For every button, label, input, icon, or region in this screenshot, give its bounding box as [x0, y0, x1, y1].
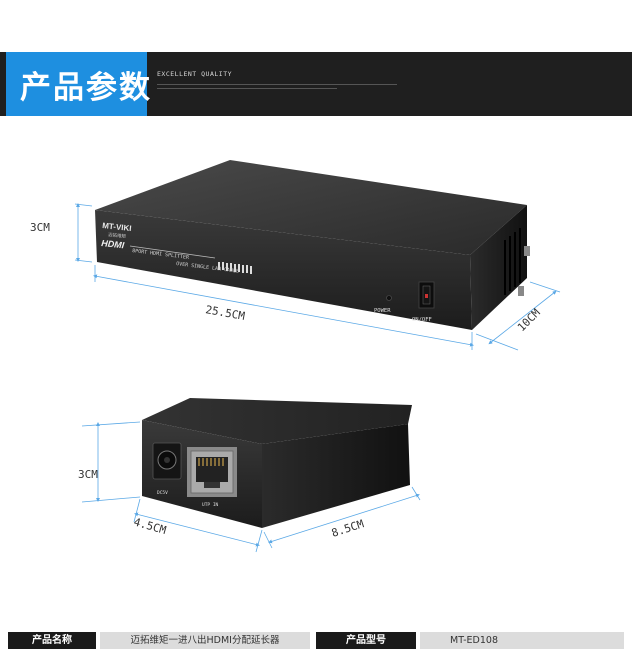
hdmi-logo: HDMI — [101, 238, 125, 250]
dimension-lines — [74, 203, 561, 351]
power-label: POWER — [374, 308, 391, 314]
utp-port-label: UTP IN — [202, 502, 219, 508]
spec-value-model: MT-ED108 — [420, 632, 624, 649]
section-title: 产品参数 — [20, 70, 152, 106]
dim-depth-label: 10CM — [515, 306, 543, 334]
brand-logo: MT-VIKI — [102, 221, 132, 233]
banner-decor-line — [157, 88, 337, 89]
splitter-device — [95, 160, 530, 330]
dim-depth-label-small: 8.5CM — [330, 517, 366, 540]
dim-width-label-small: 4.5CM — [132, 515, 168, 537]
spec-label-name: 产品名称 — [8, 632, 96, 649]
dim-width-label: 25.5CM — [204, 303, 246, 323]
dim-height-label: 3CM — [30, 221, 50, 234]
brand-logo-sub: 迈拓维矩 — [108, 231, 127, 240]
section-subtitle: EXCELLENT QUALITY — [157, 70, 233, 78]
switch-label: ON/OFF — [412, 317, 432, 323]
spec-label-model: 产品型号 — [316, 632, 416, 649]
header-accent-block — [6, 52, 147, 116]
dc-port-label: DC5V — [157, 490, 168, 496]
spec-table: 产品名称 迈拓维矩一进八出HDMI分配延长器 产品型号 MT-ED108 — [0, 632, 632, 649]
dimension-lines-small — [81, 421, 421, 553]
dim-height-label-small: 3CM — [78, 468, 98, 481]
spec-value-name: 迈拓维矩一进八出HDMI分配延长器 — [100, 632, 310, 649]
receiver-device — [142, 398, 412, 528]
banner-decor-line — [157, 84, 397, 85]
